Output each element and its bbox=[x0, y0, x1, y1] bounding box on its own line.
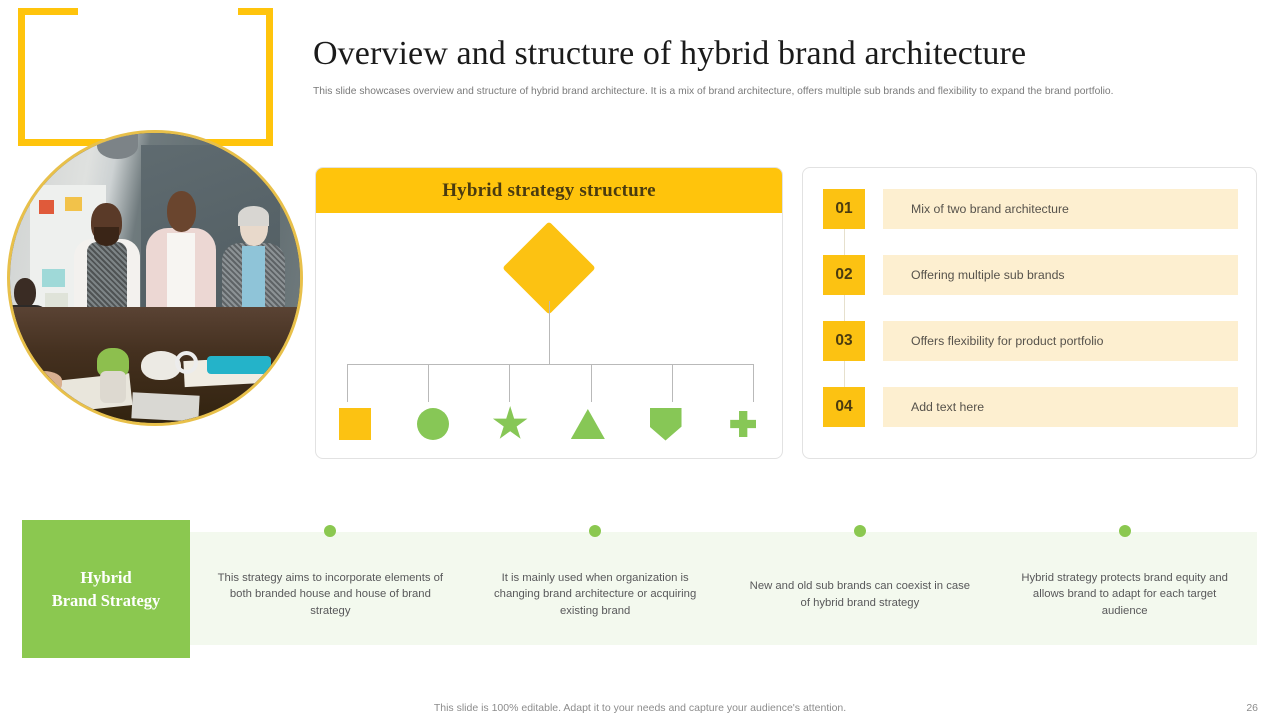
star-shape bbox=[492, 406, 528, 439]
numbered-points-list: 01 Mix of two brand architecture 02 Offe… bbox=[823, 189, 1238, 437]
decorative-frame-top-left bbox=[18, 8, 78, 15]
shape-cell bbox=[394, 399, 472, 449]
shape-cell bbox=[471, 399, 549, 449]
tree-branch-connector bbox=[509, 364, 511, 402]
photo-sticky-note bbox=[39, 199, 54, 215]
list-item[interactable]: 01 Mix of two brand architecture bbox=[823, 189, 1238, 229]
label-line-2: Brand Strategy bbox=[51, 591, 161, 610]
list-item[interactable]: 02 Offering multiple sub brands bbox=[823, 255, 1238, 295]
bottom-column: This strategy aims to incorporate elemen… bbox=[198, 525, 463, 645]
structure-tree-diagram bbox=[316, 213, 782, 458]
bottom-column-text: This strategy aims to incorporate elemen… bbox=[217, 572, 444, 617]
footer-note: This slide is 100% editable. Adapt it to… bbox=[433, 702, 847, 714]
decorative-frame-top-right bbox=[238, 8, 273, 15]
structure-shape-row bbox=[316, 399, 782, 449]
photo-water-bottle bbox=[207, 356, 271, 374]
triangle-shape bbox=[570, 409, 605, 439]
photo-scene bbox=[10, 133, 300, 423]
shape-cell bbox=[627, 399, 705, 449]
shape-cell bbox=[549, 399, 627, 449]
bottom-columns: This strategy aims to incorporate elemen… bbox=[198, 525, 1257, 645]
tree-stem-connector bbox=[549, 301, 551, 365]
shape-cell bbox=[704, 399, 782, 449]
structure-card-title: Hybrid strategy structure bbox=[442, 179, 656, 201]
bottom-column-text: New and old sub brands can coexist in ca… bbox=[749, 580, 971, 609]
bullet-dot-icon bbox=[853, 525, 866, 537]
point-text: Add text here bbox=[883, 387, 1238, 427]
tree-branch-connector bbox=[591, 364, 593, 402]
tree-branch-connector bbox=[428, 364, 430, 402]
photo-sticky-note bbox=[41, 269, 66, 287]
team-meeting-photo bbox=[7, 130, 303, 426]
point-text: Offers flexibility for product portfolio bbox=[883, 321, 1238, 361]
photo-cup bbox=[175, 350, 199, 374]
photo-plant-pot bbox=[99, 370, 126, 403]
bottom-column: It is mainly used when organization is c… bbox=[463, 525, 728, 645]
shape-cell bbox=[316, 399, 394, 449]
tree-horizontal-connector bbox=[347, 364, 753, 366]
tree-branch-connector bbox=[672, 364, 674, 402]
tree-branch-connector bbox=[347, 364, 349, 402]
list-item[interactable]: 04 Add text here bbox=[823, 387, 1238, 427]
tree-branch-connector bbox=[753, 364, 755, 402]
bullet-dot-icon bbox=[589, 525, 602, 537]
pentagon-shape bbox=[649, 407, 682, 441]
page-subtitle: This slide showcases overview and struct… bbox=[313, 86, 1114, 97]
point-text: Offering multiple sub brands bbox=[883, 255, 1238, 295]
bottom-description-band bbox=[190, 532, 1257, 645]
point-number-badge: 04 bbox=[823, 387, 865, 427]
point-number-badge: 02 bbox=[823, 255, 865, 295]
hybrid-strategy-structure-card: Hybrid strategy structure bbox=[315, 167, 783, 459]
key-points-card: 01 Mix of two brand architecture 02 Offe… bbox=[802, 167, 1257, 459]
plus-shape bbox=[730, 411, 757, 437]
photo-vr-headset bbox=[140, 350, 182, 380]
point-text: Mix of two brand architecture bbox=[883, 189, 1238, 229]
structure-card-header: Hybrid strategy structure bbox=[316, 168, 782, 213]
point-number-badge: 03 bbox=[823, 321, 865, 361]
photo-hand bbox=[15, 370, 63, 394]
circle-shape bbox=[416, 408, 449, 440]
photo-sticky-note bbox=[44, 292, 68, 310]
photo-paper bbox=[131, 392, 200, 422]
point-number-badge: 01 bbox=[823, 189, 865, 229]
list-spine-connector bbox=[844, 213, 845, 427]
label-line-1: Hybrid bbox=[80, 568, 132, 587]
bottom-column-text: It is mainly used when organization is c… bbox=[494, 572, 697, 617]
bottom-column-text: Hybrid strategy protects brand equity an… bbox=[1021, 572, 1228, 617]
list-item[interactable]: 03 Offers flexibility for product portfo… bbox=[823, 321, 1238, 361]
page-number: 26 bbox=[1246, 702, 1258, 714]
photo-ceiling-lamp bbox=[97, 133, 138, 160]
page-title: Overview and structure of hybrid brand a… bbox=[313, 35, 1027, 72]
photo-sticky-note bbox=[65, 196, 83, 212]
bullet-dot-icon bbox=[324, 525, 337, 537]
square-shape bbox=[338, 408, 371, 440]
decorative-frame-outline bbox=[18, 8, 273, 146]
bottom-column: Hybrid strategy protects brand equity an… bbox=[992, 525, 1257, 645]
bottom-column: New and old sub brands can coexist in ca… bbox=[728, 525, 993, 645]
bullet-dot-icon bbox=[1118, 525, 1131, 537]
